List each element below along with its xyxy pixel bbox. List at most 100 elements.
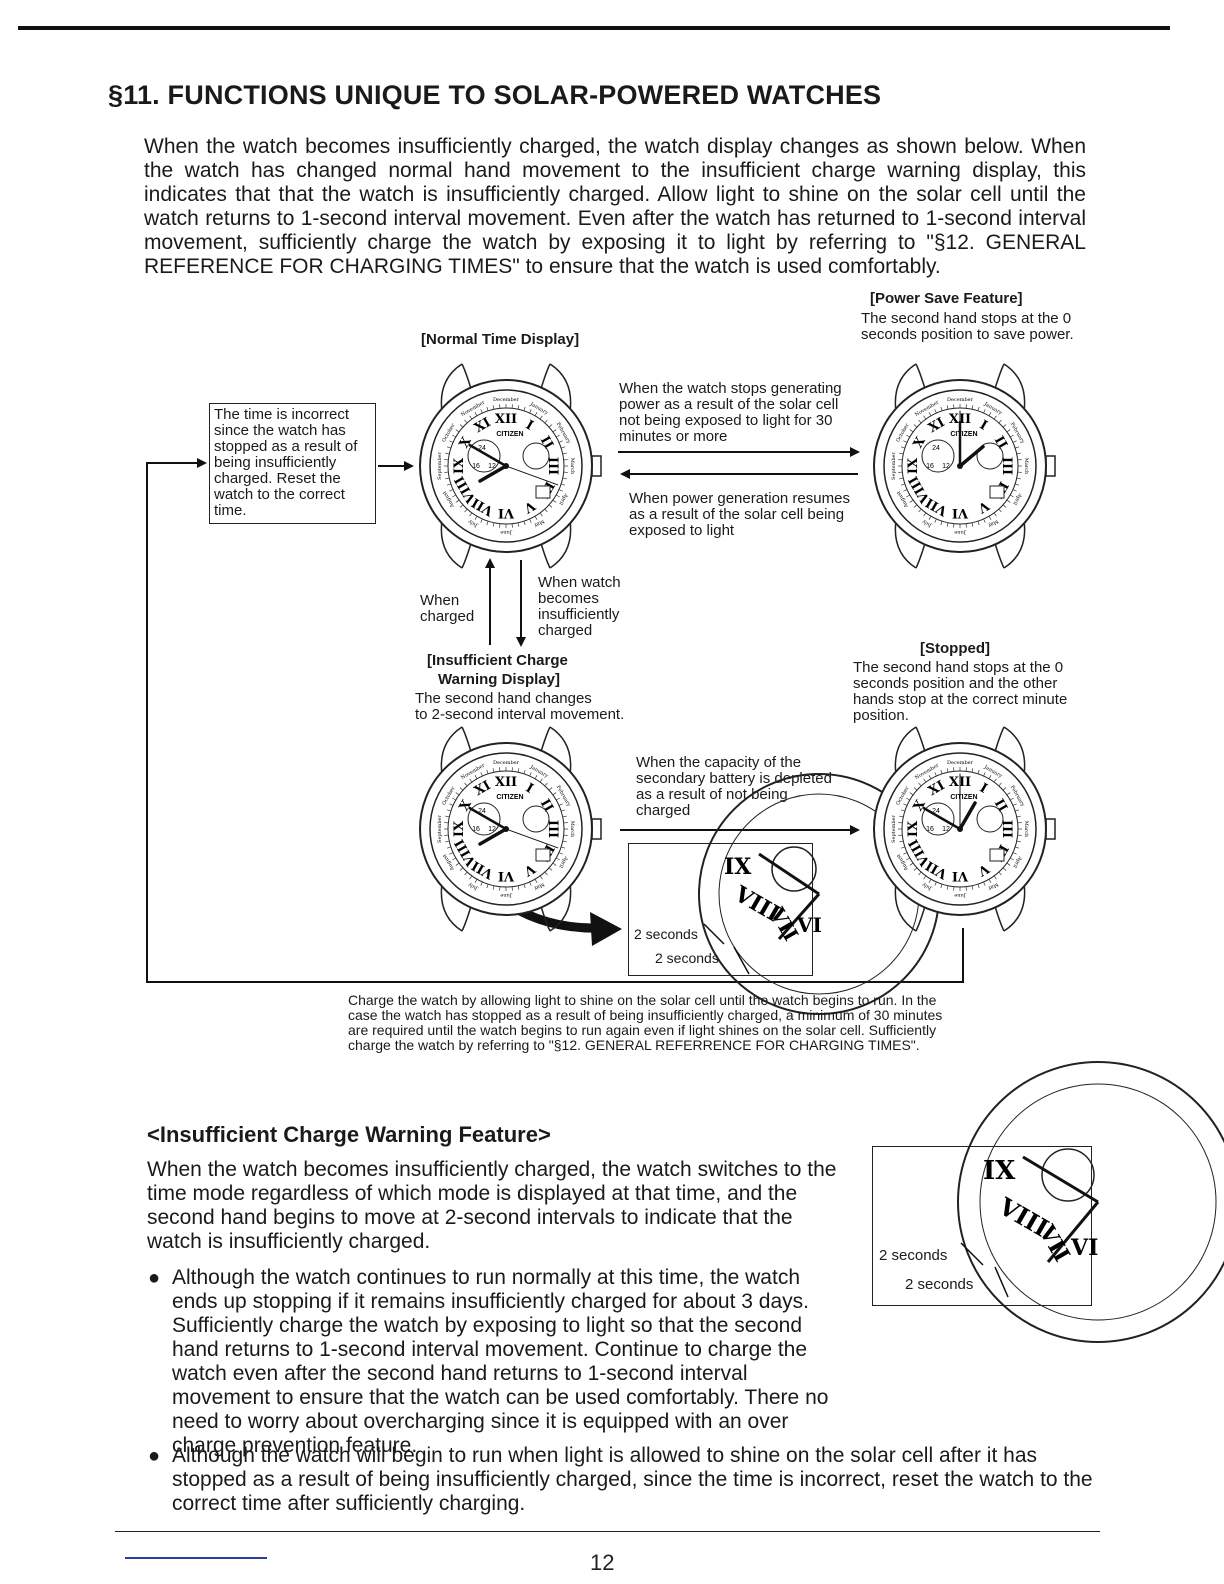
watch-strap bbox=[461, 726, 551, 932]
tick-mark bbox=[993, 875, 997, 880]
tick-mark bbox=[552, 792, 557, 796]
tick-mark bbox=[562, 452, 567, 455]
watch-bezel bbox=[429, 389, 583, 543]
date-window bbox=[535, 848, 551, 862]
hour-numeral: VI bbox=[952, 505, 969, 520]
tick-mark bbox=[455, 792, 460, 796]
tick-mark bbox=[534, 516, 538, 520]
watch-hand bbox=[468, 806, 508, 831]
tick-mark bbox=[534, 412, 538, 416]
subdial-24h bbox=[467, 802, 501, 836]
tick-mark bbox=[486, 769, 489, 774]
tick-mark bbox=[934, 409, 937, 414]
tick-mark bbox=[446, 809, 451, 812]
watch-strap bbox=[915, 363, 1005, 569]
tick-mark bbox=[562, 840, 567, 843]
tick-mark bbox=[906, 434, 910, 438]
tick-mark bbox=[988, 775, 992, 779]
month-label: December bbox=[947, 397, 974, 403]
when-insufficient-caption: When watch becomes insufficiently charge… bbox=[538, 574, 621, 639]
tick-mark bbox=[449, 803, 454, 806]
tick-mark bbox=[523, 884, 526, 889]
two-seconds-label-3: 2 seconds bbox=[879, 1247, 948, 1264]
watch-illustration: DecemberJanuaryFebruaryMarchAprilMayJune… bbox=[873, 726, 1056, 932]
month-label: June bbox=[500, 529, 512, 535]
tick-mark bbox=[455, 429, 460, 433]
tick-mark bbox=[452, 797, 456, 801]
tick-mark bbox=[459, 867, 464, 871]
tick-mark bbox=[988, 412, 992, 416]
brand-logo: CITIZEN bbox=[496, 794, 523, 801]
tick-mark bbox=[469, 778, 473, 783]
tick-mark bbox=[452, 494, 456, 498]
svg-text:IX: IX bbox=[983, 1156, 1016, 1186]
tick-mark bbox=[903, 803, 908, 806]
tick-mark bbox=[913, 424, 918, 428]
tick-mark bbox=[998, 419, 1002, 424]
hour-numeral: III bbox=[545, 457, 560, 475]
subdial-right bbox=[522, 442, 550, 470]
subdial-label: 12 bbox=[488, 826, 496, 833]
tick-mark bbox=[558, 852, 563, 855]
tick-mark bbox=[464, 419, 468, 424]
tick-mark bbox=[459, 424, 464, 428]
tick-mark bbox=[449, 852, 454, 855]
tick-mark bbox=[906, 857, 910, 861]
tick-mark bbox=[998, 508, 1002, 513]
when-charged-caption: When charged bbox=[420, 592, 475, 625]
crown-icon bbox=[591, 455, 602, 477]
subdial-label: 12 bbox=[942, 463, 950, 470]
hour-numeral: IX bbox=[906, 457, 921, 474]
month-label: December bbox=[493, 760, 520, 766]
crown-icon bbox=[1045, 818, 1056, 840]
subdial-label: 16 bbox=[926, 826, 934, 833]
tick-mark bbox=[534, 879, 538, 883]
tick-mark bbox=[1006, 499, 1011, 503]
tick-mark bbox=[988, 879, 992, 883]
tick-mark bbox=[455, 862, 460, 866]
hand-pivot bbox=[503, 826, 509, 832]
tick-mark bbox=[556, 494, 560, 498]
tick-mark bbox=[913, 787, 918, 791]
tick-mark bbox=[903, 440, 908, 443]
tick-mark bbox=[517, 885, 520, 890]
tick-mark bbox=[940, 406, 943, 411]
tick-mark bbox=[561, 846, 566, 849]
watch-hand bbox=[478, 464, 508, 483]
to-stopped-caption: When the capacity of the secondary batte… bbox=[636, 754, 832, 819]
tick-mark bbox=[928, 879, 932, 883]
subdial-label: 24 bbox=[478, 445, 486, 452]
two-seconds-label-2: 2 seconds bbox=[655, 950, 719, 966]
watch-hand bbox=[922, 806, 962, 831]
tick-mark bbox=[918, 419, 922, 424]
tick-mark bbox=[1002, 787, 1007, 791]
tick-mark bbox=[452, 434, 456, 438]
tick-mark bbox=[464, 782, 468, 787]
watch-bezel bbox=[883, 389, 1037, 543]
tick-mark bbox=[918, 871, 922, 876]
tick-mark bbox=[459, 504, 464, 508]
bottom-rule bbox=[115, 1531, 1100, 1532]
tick-mark bbox=[539, 875, 543, 880]
tick-mark bbox=[918, 508, 922, 513]
month-label: June bbox=[954, 892, 966, 898]
tick-mark bbox=[534, 775, 538, 779]
tick-mark bbox=[923, 778, 927, 783]
tick-mark bbox=[1002, 504, 1007, 508]
tick-mark bbox=[977, 406, 980, 411]
watch-hand bbox=[958, 801, 977, 831]
hour-numeral: XI bbox=[472, 415, 494, 436]
tick-mark bbox=[946, 768, 949, 773]
tick-mark bbox=[517, 522, 520, 527]
tick-mark bbox=[998, 782, 1002, 787]
tick-mark bbox=[900, 483, 905, 486]
month-label: May bbox=[987, 518, 1000, 529]
tick-mark bbox=[523, 406, 526, 411]
tick-mark bbox=[561, 446, 566, 449]
subdial-label: 12 bbox=[942, 826, 950, 833]
tick-mark bbox=[474, 412, 478, 416]
two-seconds-label-1: 2 seconds bbox=[634, 926, 698, 942]
hour-numeral: IX bbox=[906, 820, 921, 837]
